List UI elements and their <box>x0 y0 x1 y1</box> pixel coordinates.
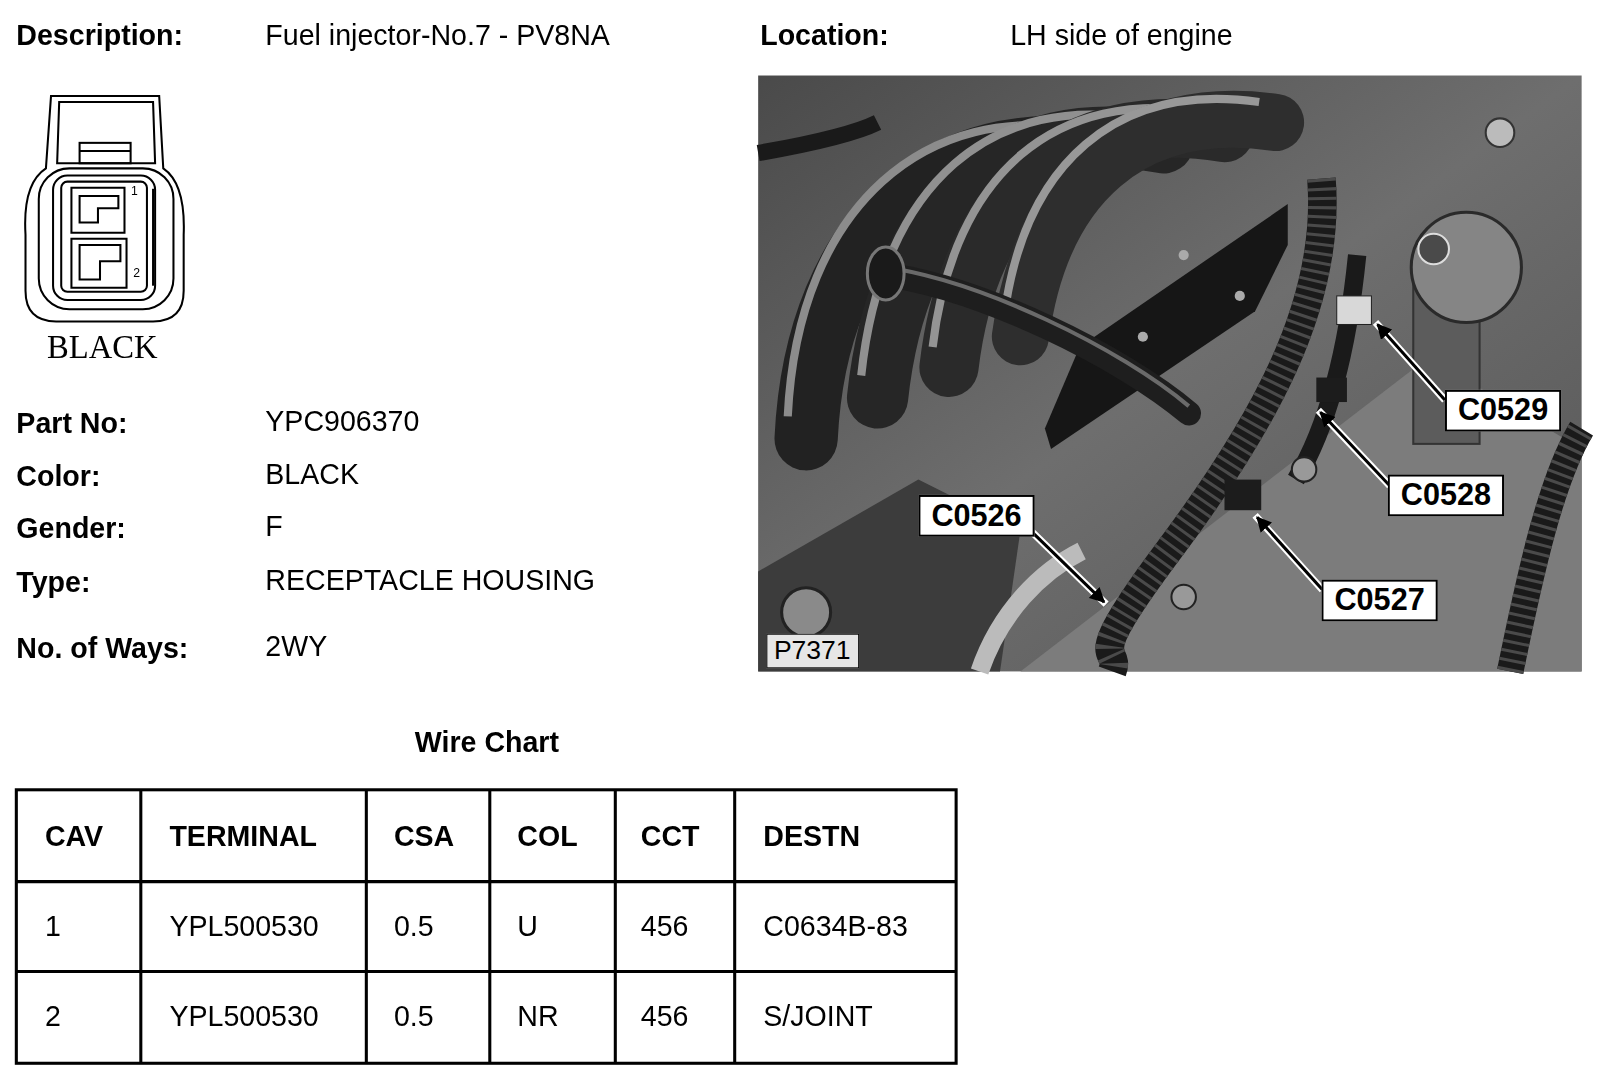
field-label: Type: <box>16 566 90 599</box>
callout-box: C0528 <box>1388 474 1504 516</box>
field-label: Gender: <box>16 512 126 545</box>
table-cell: 0.5 <box>394 910 434 943</box>
field-value: 2WY <box>265 631 327 664</box>
table-cell: YPL500530 <box>169 910 318 943</box>
field-value: YPC906370 <box>265 405 419 438</box>
table-header: COL <box>517 820 577 853</box>
callout-number: C0527 <box>1334 582 1424 617</box>
field-label: Part No: <box>16 407 127 440</box>
callout-box: P7371 <box>766 634 859 669</box>
connector-drawing <box>25 96 184 322</box>
field-value: LH side of engine <box>1010 19 1232 52</box>
table-header: CCT <box>641 820 700 853</box>
pin-number: 1 <box>131 185 138 199</box>
field-label: Description: <box>16 19 183 52</box>
table-cell: 0.5 <box>394 1000 434 1033</box>
table-header: CAV <box>45 820 103 853</box>
leader-arrows <box>1031 322 1445 604</box>
color-caption: BLACK <box>47 328 158 366</box>
table-cell: S/JOINT <box>763 1000 873 1033</box>
engine-photo <box>758 76 1581 672</box>
table-cell: YPL500530 <box>169 1000 318 1033</box>
table-cell: NR <box>517 1000 558 1033</box>
callout-box: C0526 <box>918 494 1034 536</box>
table-header: TERMINAL <box>169 820 317 853</box>
pin-number: 2 <box>133 266 140 280</box>
table-cell: 456 <box>641 1000 689 1033</box>
field-label: No. of Ways: <box>16 633 188 666</box>
callout-number: P7371 <box>774 636 851 667</box>
callout-number: C0528 <box>1401 477 1491 512</box>
field-value: Fuel injector-No.7 - PV8NA <box>265 19 610 52</box>
table-header: DESTN <box>763 820 860 853</box>
table-grid <box>16 790 956 1063</box>
field-value: RECEPTACLE HOUSING <box>265 564 595 597</box>
table-header: CSA <box>394 820 454 853</box>
field-value: F <box>265 510 282 543</box>
table-cell: 1 <box>45 910 61 943</box>
callout-number: C0526 <box>931 498 1021 533</box>
field-value: BLACK <box>265 458 359 491</box>
field-label: Location: <box>760 19 889 52</box>
table-title: Wire Chart <box>415 727 559 760</box>
table-cell: 2 <box>45 1000 61 1033</box>
field-label: Color: <box>16 460 100 493</box>
table-cell: C0634B-83 <box>763 910 908 943</box>
callout-box: C0529 <box>1445 389 1561 431</box>
table-cell: 456 <box>641 910 689 943</box>
callout-box: C0527 <box>1321 579 1437 621</box>
callout-number: C0529 <box>1458 393 1548 428</box>
table-cell: U <box>517 910 538 943</box>
